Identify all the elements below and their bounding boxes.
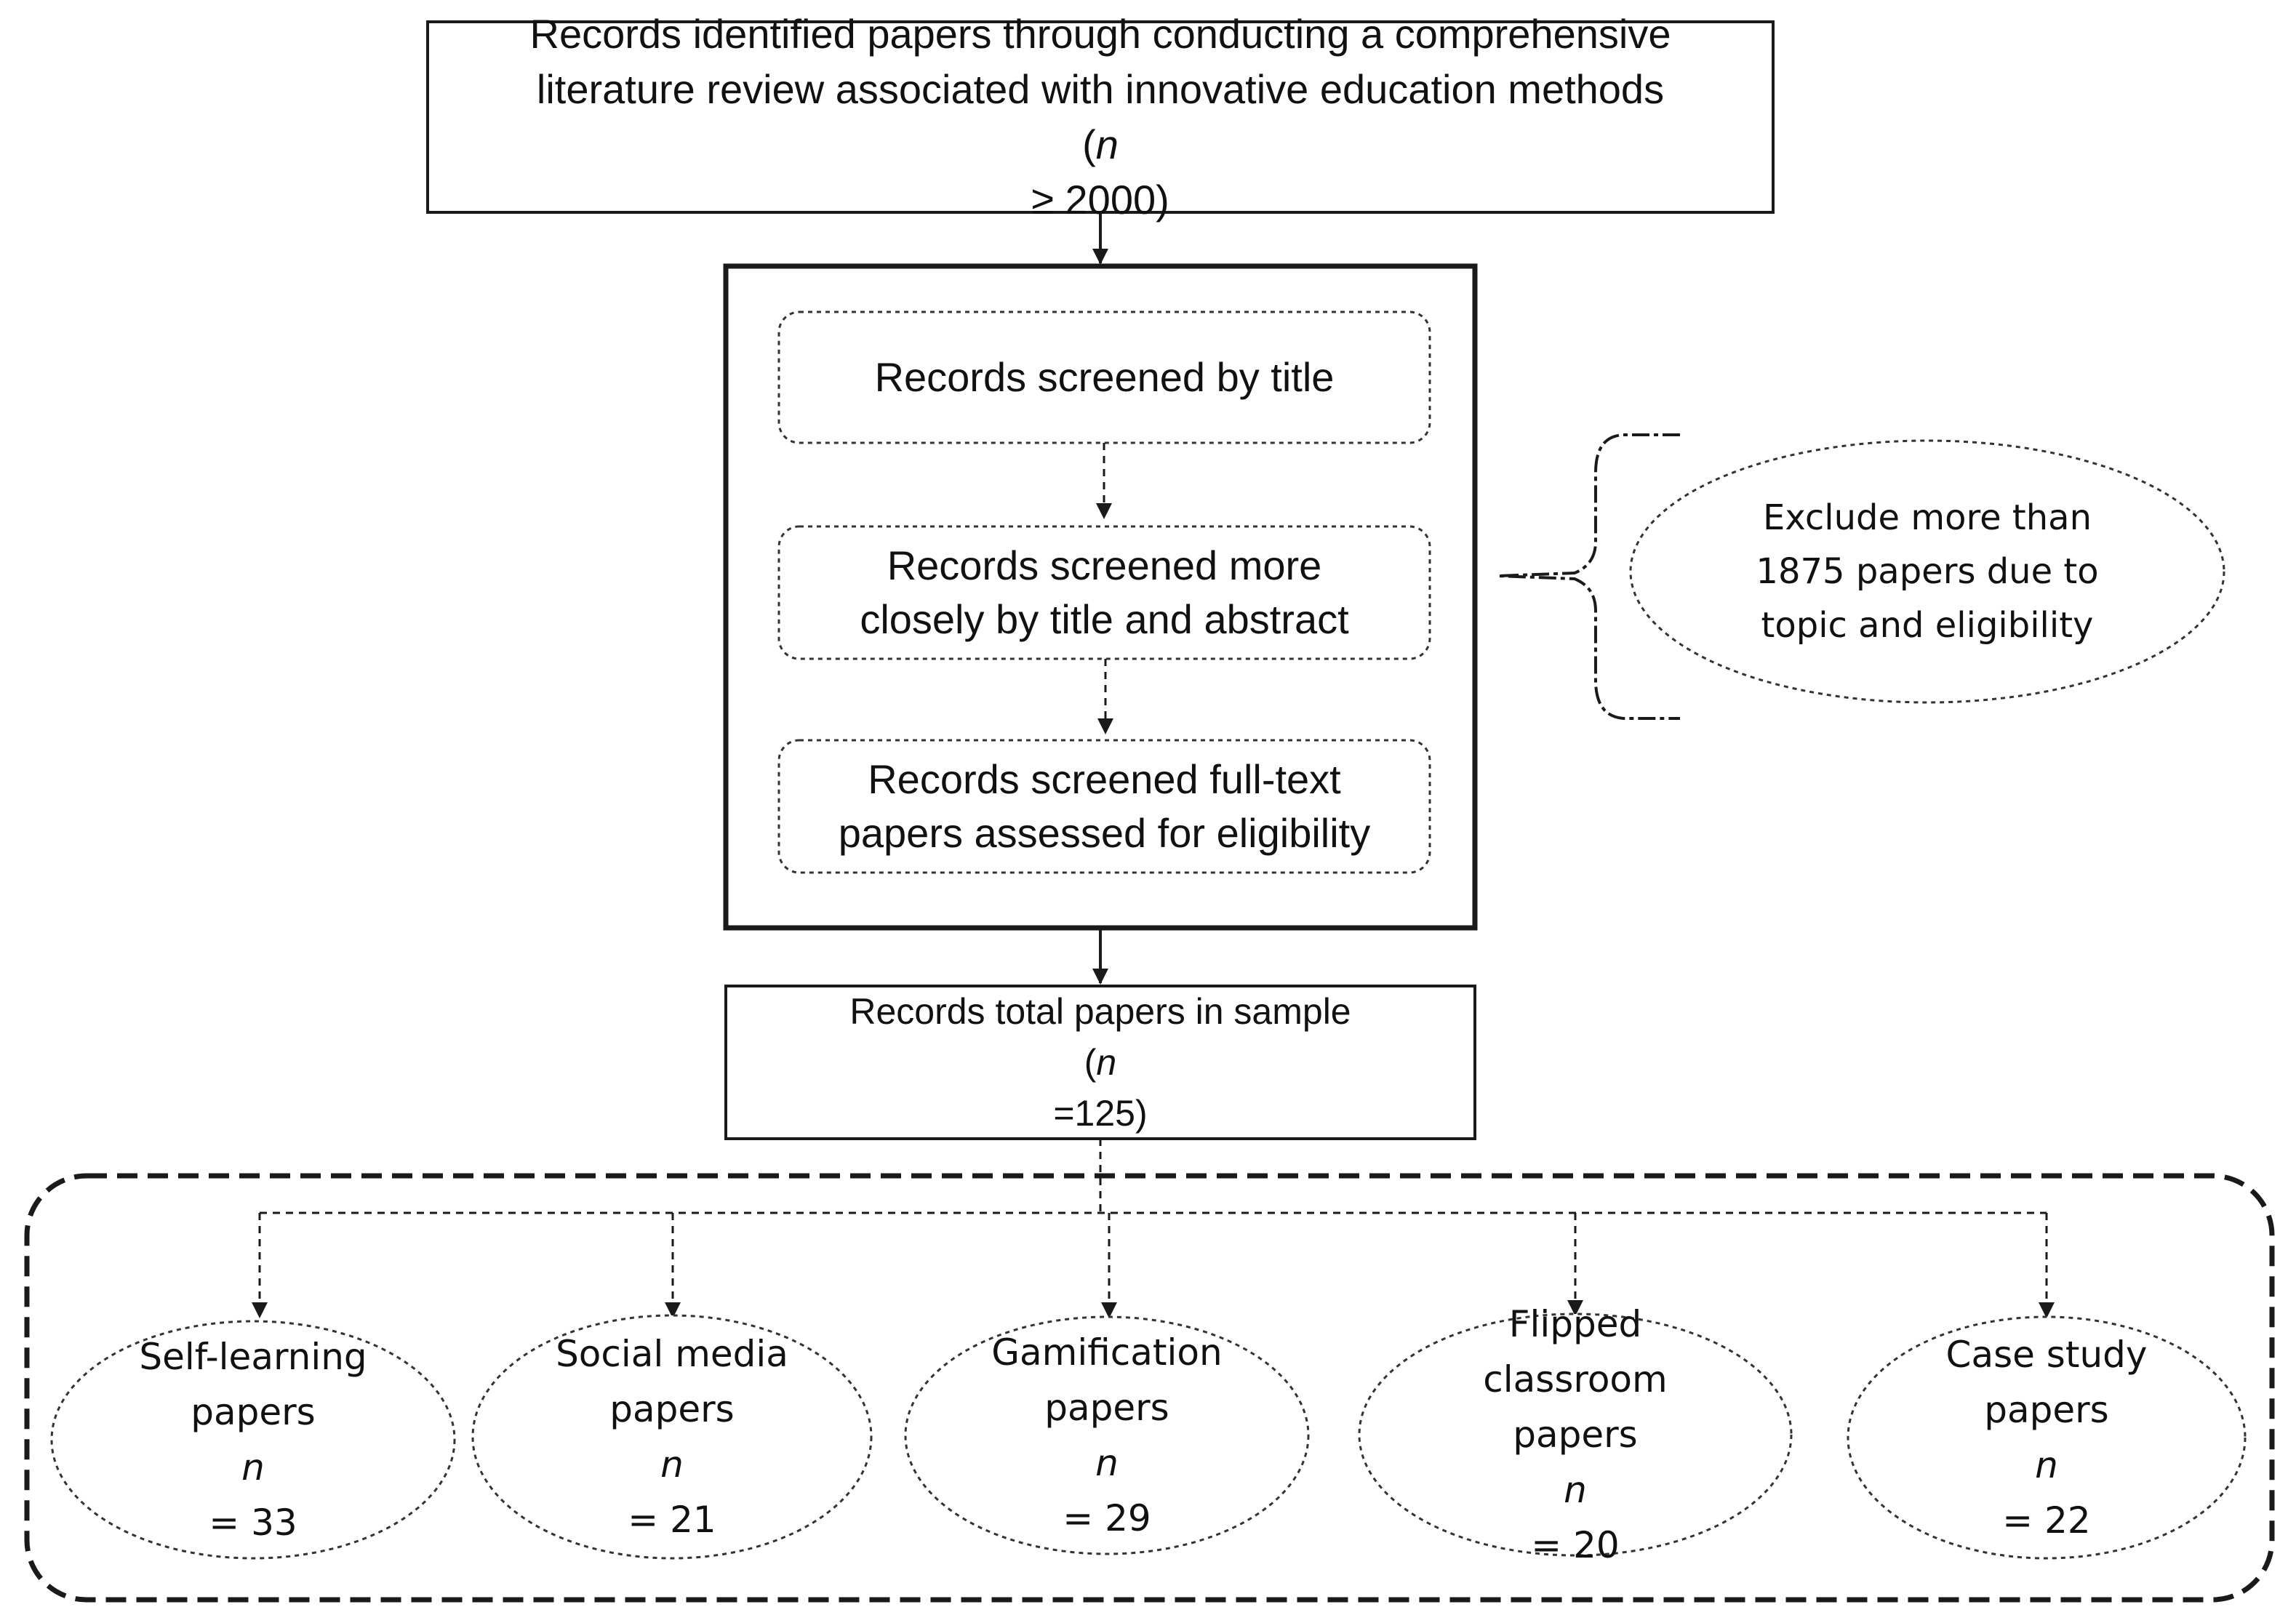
screening-step-title-box xyxy=(777,310,1431,444)
self-learning-n-var: n xyxy=(241,1446,265,1488)
identification-n-var: n xyxy=(1095,121,1119,167)
screening-step-abstract-line-1: Records screened more xyxy=(887,542,1322,588)
social-media-label: Social media papers n = 21 xyxy=(473,1315,871,1558)
flipped-classroom-line-1: Flipped xyxy=(1508,1303,1642,1345)
gamification-n-value: = 29 xyxy=(1063,1497,1151,1539)
exclusion-label: Exclude more than 1875 papers due to top… xyxy=(1631,441,2224,702)
screening-step-abstract-label: Records screened more closely by title a… xyxy=(779,526,1430,659)
social-media-n-var: n xyxy=(660,1443,684,1486)
gamification-line-1: Gamification xyxy=(991,1331,1223,1374)
flipped-classroom-n-value: = 20 xyxy=(1531,1524,1620,1566)
screening-step-title-text: Records screened by title xyxy=(874,354,1335,400)
flipped-classroom-ellipse xyxy=(1358,1313,1793,1557)
flipped-classroom-count: n = 20 xyxy=(1531,1462,1619,1573)
gamification-count: n = 29 xyxy=(1063,1435,1151,1546)
self-learning-line-2: papers xyxy=(191,1391,316,1433)
case-study-label: Case study papers n = 22 xyxy=(1848,1317,2245,1558)
social-media-line-1: Social media xyxy=(556,1333,788,1375)
total-count: (n=125) xyxy=(1053,1037,1147,1139)
flipped-classroom-n-var: n xyxy=(1564,1469,1587,1511)
exclusion-line-2: 1875 papers due to xyxy=(1756,551,2099,592)
social-media-count: n = 21 xyxy=(628,1437,716,1547)
social-media-n-value: = 21 xyxy=(628,1499,716,1541)
self-learning-ellipse xyxy=(50,1320,456,1560)
case-study-n-var: n xyxy=(2035,1444,2058,1486)
screening-step-fulltext-box xyxy=(777,739,1431,874)
exclusion-ellipse xyxy=(1629,439,2225,704)
exclusion-line-1: Exclude more than xyxy=(1763,497,2092,538)
case-study-count: n = 22 xyxy=(2002,1438,2090,1548)
total-label: Records total papers in sample (n=125) xyxy=(726,986,1475,1139)
screening-step-abstract-box xyxy=(777,525,1431,660)
case-study-line-2: papers xyxy=(1984,1389,2109,1431)
flipped-classroom-line-2: classroom xyxy=(1483,1358,1668,1400)
screening-step-fulltext-line-1: Records screened full-text xyxy=(868,756,1341,802)
screening-step-abstract-line-2: closely by title and abstract xyxy=(860,596,1349,642)
self-learning-line-1: Self-learning xyxy=(139,1336,367,1378)
self-learning-n-value: = 33 xyxy=(209,1502,297,1544)
case-study-line-1: Case study xyxy=(1945,1334,2148,1376)
gamification-label: Gamification papers n = 29 xyxy=(905,1317,1308,1554)
case-study-n-value: = 22 xyxy=(2002,1499,2091,1542)
screening-step-fulltext-line-2: papers assessed for eligibility xyxy=(838,810,1371,856)
screening-step-fulltext-label: Records screened full-text papers assess… xyxy=(779,740,1430,873)
identification-n-value: ≥ 2000) xyxy=(1031,177,1169,223)
case-study-ellipse xyxy=(1847,1315,2247,1560)
gamification-n-var: n xyxy=(1095,1442,1119,1484)
self-learning-count: n = 33 xyxy=(209,1440,297,1550)
identification-count: (n ≥ 2000) xyxy=(1031,117,1169,228)
total-n-value: =125) xyxy=(1053,1093,1148,1134)
total-line-1: Records total papers in sample xyxy=(849,991,1351,1032)
gamification-ellipse xyxy=(904,1315,1310,1555)
self-learning-label: Self-learning papers n = 33 xyxy=(52,1321,455,1558)
screening-step-title-label: Records screened by title xyxy=(779,312,1430,443)
gamification-line-2: papers xyxy=(1044,1387,1169,1429)
flipped-classroom-line-3: papers xyxy=(1513,1414,1638,1456)
identification-label: Records identified papers through conduc… xyxy=(428,11,1773,223)
total-box xyxy=(724,985,1476,1140)
identification-line-2: literature review associated with innova… xyxy=(536,66,1665,112)
identification-line-1: Records identified papers through conduc… xyxy=(529,11,1671,57)
flipped-classroom-label: Flipped classroom papers n = 20 xyxy=(1359,1303,1791,1566)
total-n-var: n xyxy=(1096,1042,1117,1083)
social-media-line-2: papers xyxy=(609,1388,735,1430)
identification-box xyxy=(426,20,1775,214)
exclusion-bracket xyxy=(1497,433,1680,720)
exclusion-line-3: topic and eligibility xyxy=(1761,605,2094,646)
categories-container xyxy=(24,1173,2275,1603)
social-media-ellipse xyxy=(471,1314,873,1560)
